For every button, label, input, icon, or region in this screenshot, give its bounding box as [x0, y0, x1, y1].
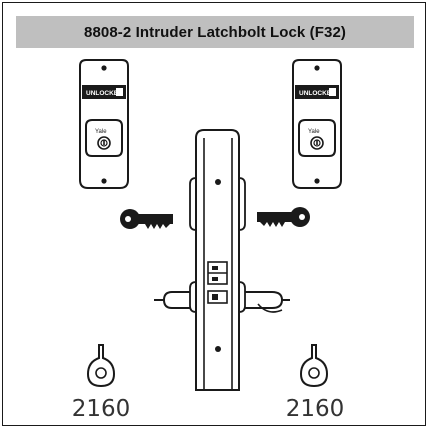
bottom-screw — [215, 346, 221, 352]
right-indicator-text: UNLOCKED — [299, 90, 336, 97]
outer-frame — [2, 2, 426, 426]
right-key-icon — [257, 207, 310, 227]
right-brand-text: Yale — [308, 129, 320, 135]
right-trim-number: 2160 — [285, 396, 345, 422]
left-indicator-window — [82, 85, 126, 99]
mortise-lock-body — [189, 129, 246, 391]
top-screw — [215, 179, 221, 185]
right-trim-profile — [299, 344, 329, 388]
left-escutcheon: UNLOCKED Yale — [79, 59, 129, 189]
right-escutcheon: UNLOCKED Yale — [292, 59, 342, 189]
title-bar: 8808-2 Intruder Latchbolt Lock (F32) — [16, 16, 414, 48]
left-indicator-text: UNLOCKED — [86, 90, 123, 97]
left-brand-text: Yale — [95, 129, 107, 135]
right-indicator-window — [295, 85, 339, 99]
right-lever-handle — [245, 291, 290, 313]
left-lever-handle — [154, 291, 190, 309]
left-trim-number: 2160 — [71, 396, 131, 422]
left-key-icon — [120, 209, 173, 229]
page-title: 8808-2 Intruder Latchbolt Lock (F32) — [84, 23, 346, 41]
left-trim-profile — [86, 344, 116, 388]
auxiliary-latch — [207, 290, 228, 304]
